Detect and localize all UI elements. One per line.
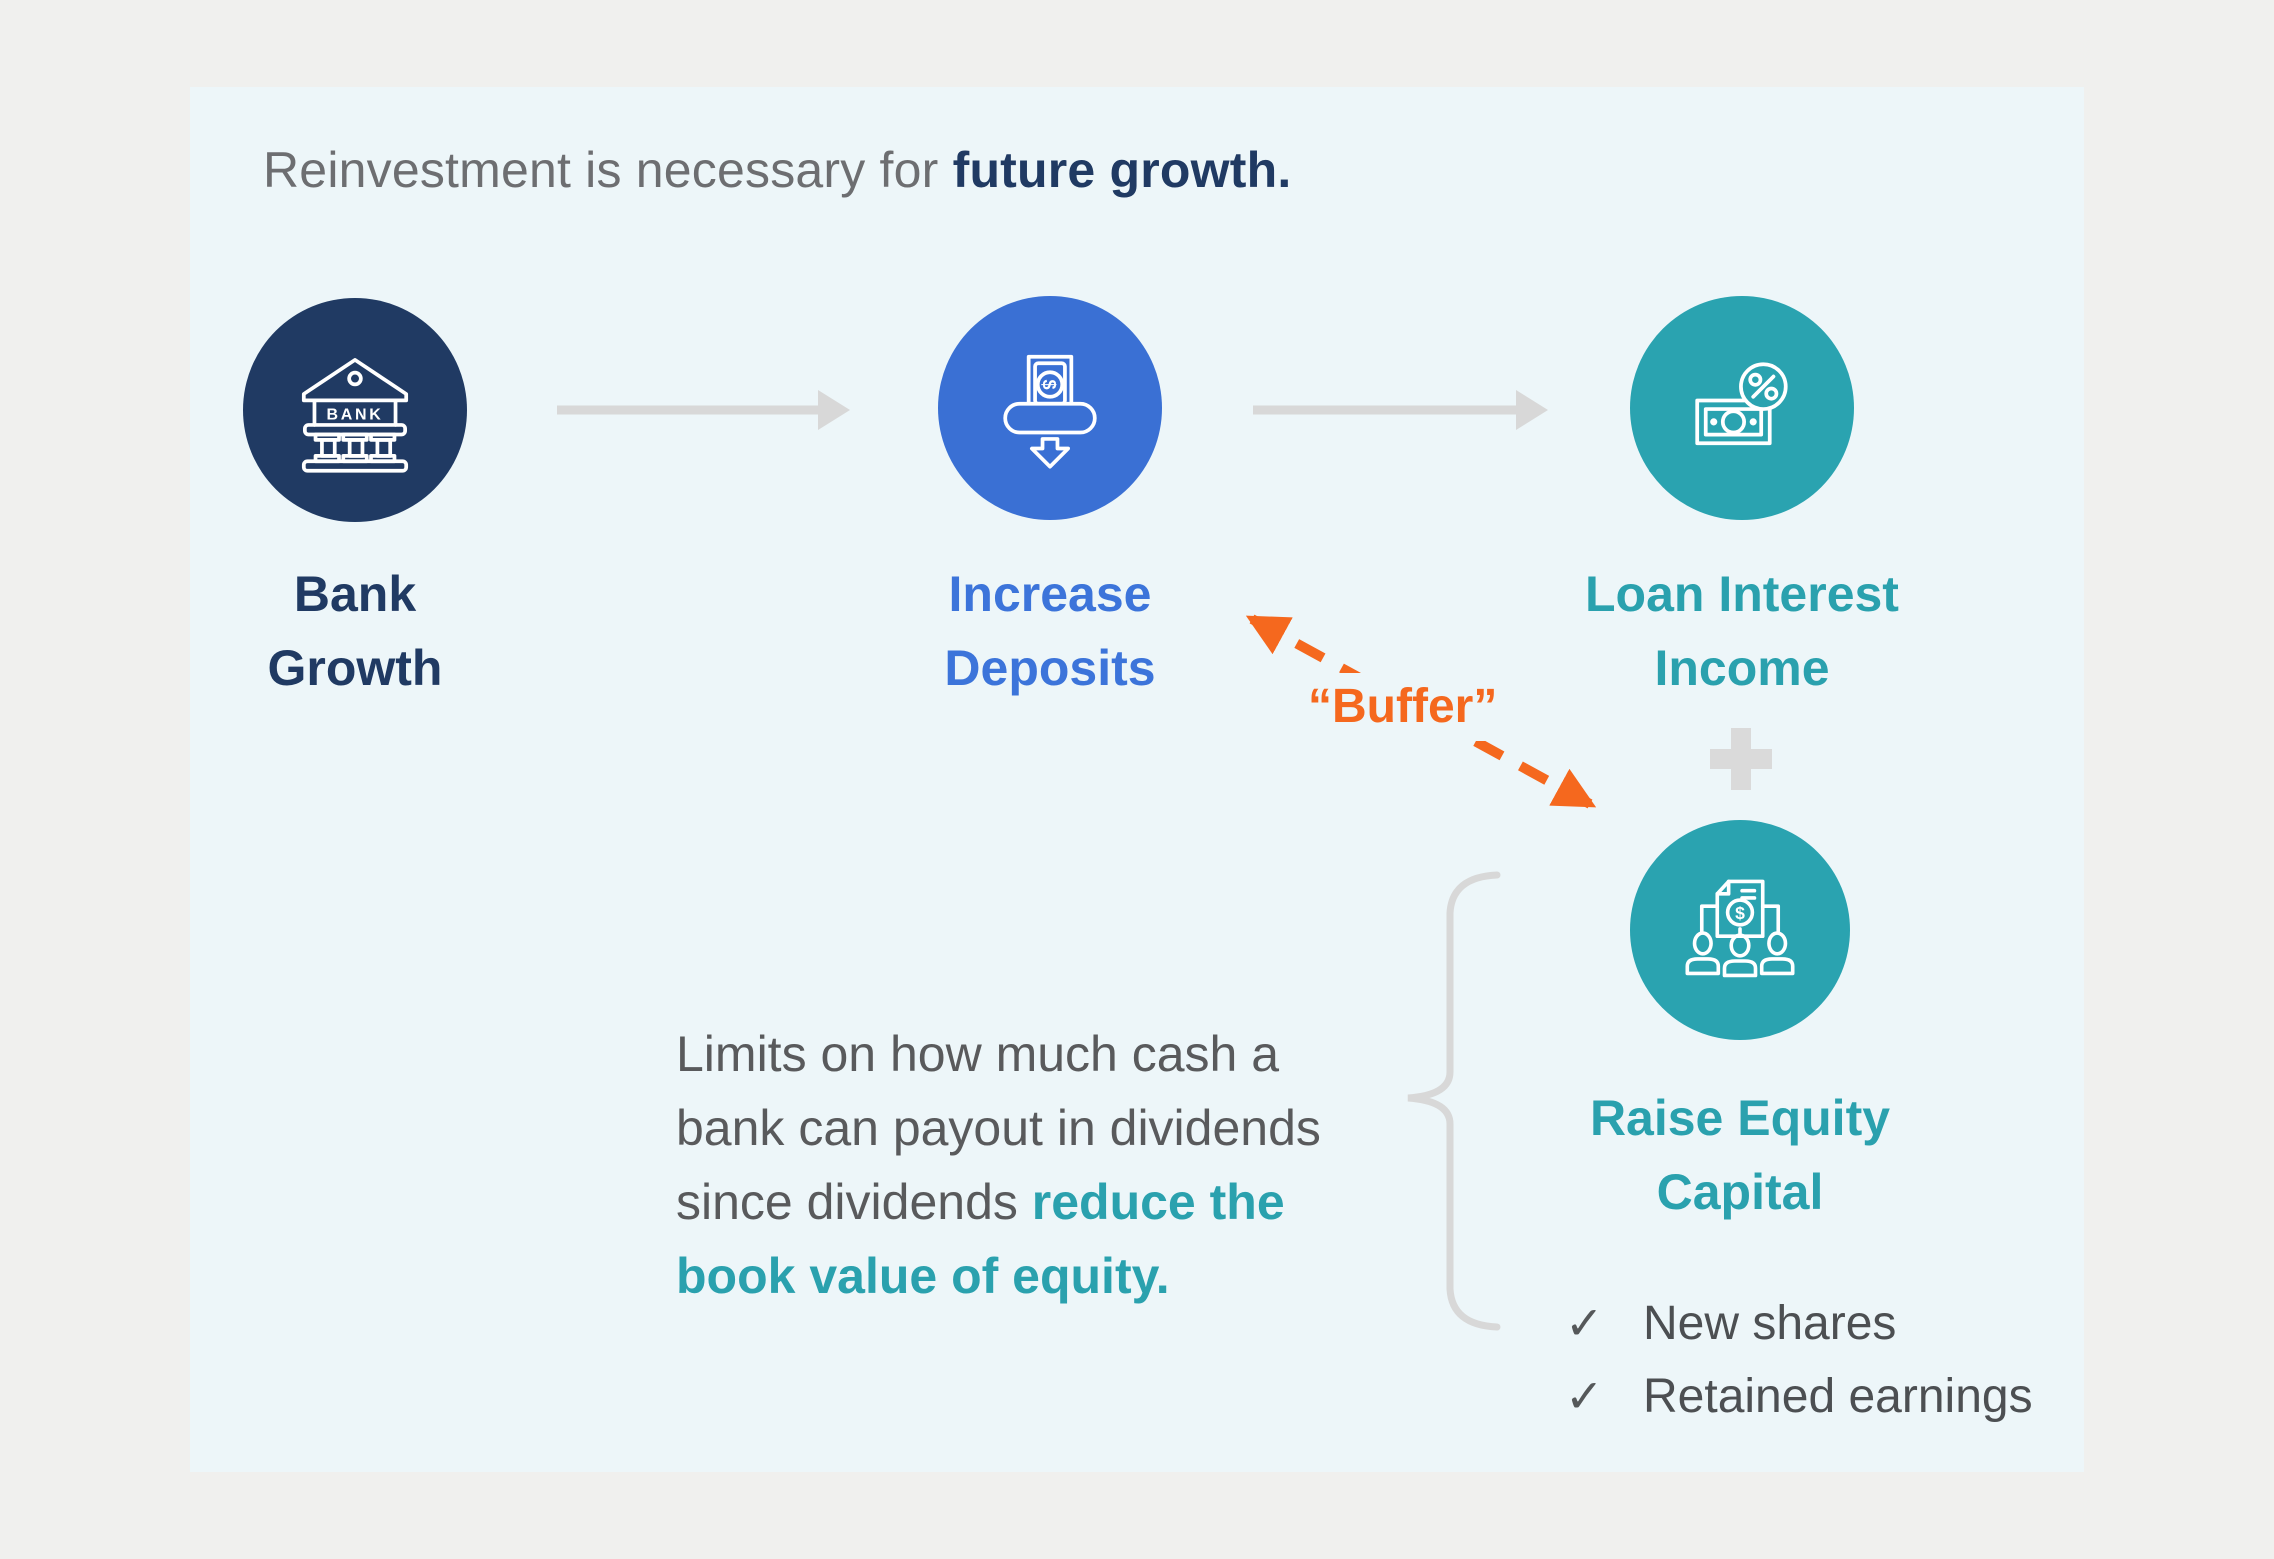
equity-checklist: ✓ New shares ✓ Retained earnings [1565,1287,2033,1433]
label-line: Increase [948,566,1152,622]
note-text: since dividends [676,1174,1032,1230]
checklist-item: ✓ Retained earnings [1565,1360,2033,1433]
label-line: Deposits [944,640,1156,696]
arrow-deposits-to-interest [1253,390,1548,430]
node-increase-deposits: $ [938,296,1162,520]
checklist-item: ✓ New shares [1565,1287,2033,1360]
curly-brace [1407,871,1501,1331]
note-line: bank can payout in dividends [676,1091,1321,1165]
label-line: Income [1654,640,1830,696]
bank-icon: BANK [301,358,409,473]
equity-dollar-symbol: $ [1735,903,1745,923]
check-icon: ✓ [1565,1297,1604,1349]
check-icon: ✓ [1565,1370,1604,1422]
label-increase-deposits: Increase Deposits [830,557,1270,705]
node-raise-equity-capital: $ [1630,820,1850,1040]
label-raise-equity-capital: Raise Equity Capital [1520,1081,1960,1229]
label-loan-interest-income: Loan Interest Income [1522,557,1962,705]
buffer-label: “Buffer” [1290,673,1516,741]
label-line: Raise Equity [1589,1090,1891,1146]
checklist-label: Retained earnings [1643,1370,2033,1423]
note-line: book value of equity. [676,1239,1321,1313]
interest-icon [1695,362,1788,446]
label-line: Bank [293,566,417,622]
bank-icon-text: BANK [327,407,384,424]
node-bank-growth: BANK [243,298,467,522]
dividend-limit-note: Limits on how much cash a bank can payout… [676,1017,1321,1313]
note-emphasis-text: book value of equity. [676,1248,1170,1304]
equity-icon: $ [1685,879,1795,978]
checklist-label: New shares [1643,1297,1897,1350]
note-emphasis-text: reduce the [1031,1174,1285,1230]
plus-icon [1710,728,1772,790]
note-line: since dividends reduce the [676,1165,1321,1239]
label-line: Capital [1656,1164,1824,1220]
note-text: bank can payout in dividends [676,1100,1321,1156]
label-line: Growth [267,640,443,696]
node-loan-interest-income [1630,296,1854,520]
label-bank-growth: Bank Growth [135,557,575,705]
diagram-card: Reinvestment is necessary for future gro… [190,87,2084,1472]
note-line: Limits on how much cash a [676,1017,1321,1091]
deposit-dollar-symbol: $ [1039,379,1059,389]
page-title: Reinvestment is necessary for future gro… [263,141,1291,199]
title-regular: Reinvestment is necessary for [263,142,953,198]
title-emphasis: future growth. [952,142,1292,198]
deposit-icon: $ [1003,354,1097,469]
label-line: Loan Interest [1585,566,1899,622]
note-text: Limits on how much cash a [676,1026,1280,1082]
arrow-bank-to-deposits [557,390,850,430]
